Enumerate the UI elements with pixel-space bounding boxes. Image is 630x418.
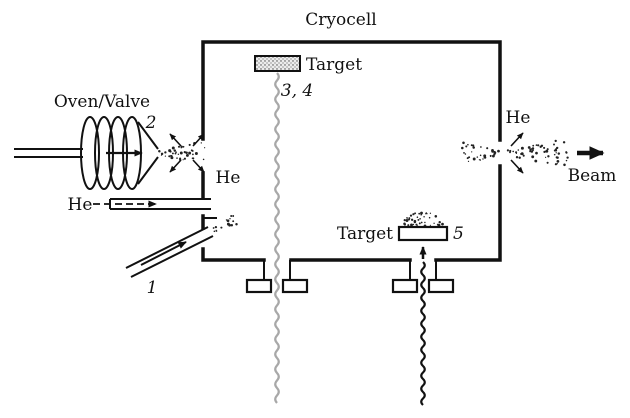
oven-valve-label: Oven/Valve <box>54 92 150 112</box>
target-top-number: 3, 4 <box>281 81 313 101</box>
expansion-arrows-left <box>169 133 205 173</box>
helium-jet-inner <box>461 141 500 163</box>
helium-expansion-spray-left <box>158 142 206 161</box>
helium-inlet-tube: He <box>68 195 211 215</box>
oven-feed-lines <box>14 148 83 158</box>
target-top: Target 3, 4 <box>254 55 362 101</box>
target-bottom-label: Target <box>337 224 393 244</box>
diagram-title: Cryocell <box>305 10 376 30</box>
helium-left-label: He <box>216 168 241 188</box>
target-bottom-rect <box>397 225 449 242</box>
target-top-label: Target <box>306 55 362 75</box>
oven-nozzle <box>137 121 159 185</box>
helium-right-label: He <box>506 108 531 128</box>
tube-1-number: 1 <box>147 278 158 298</box>
target-bottom-plume <box>403 211 444 228</box>
target-top-rect <box>254 55 301 72</box>
target-bottom-number: 5 <box>453 224 464 244</box>
injection-tube-1: 1 <box>125 214 238 298</box>
oven-number: 2 <box>145 113 157 133</box>
laser-beam-black <box>420 261 426 406</box>
target-bottom: Target 5 <box>337 211 464 259</box>
tube-1-arrow <box>140 241 187 266</box>
expansion-arrows-right <box>510 132 524 174</box>
oven-valve: Oven/Valve 2 <box>14 92 159 190</box>
helium-inlet-label: He <box>68 195 93 215</box>
chamber-outline <box>201 40 502 262</box>
beam-label: Beam <box>568 166 617 186</box>
laser-port-left <box>245 260 309 294</box>
tube-1-spray <box>212 214 238 233</box>
laser-port-right <box>391 260 455 294</box>
laser-beam-gray <box>274 72 280 404</box>
helium-jet-outer <box>506 139 569 167</box>
